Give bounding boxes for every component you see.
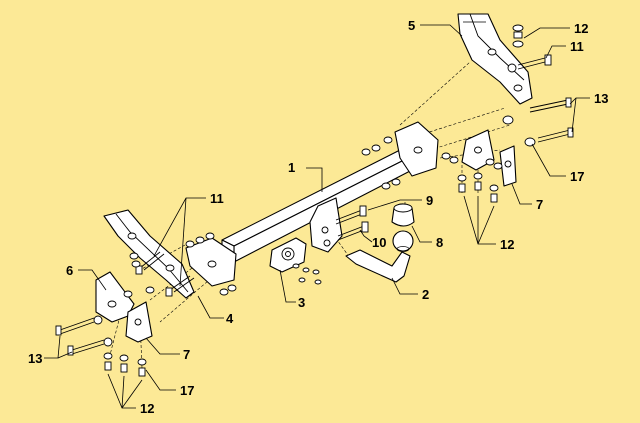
part-9-hitch-bolt: [335, 205, 367, 225]
callout-11-left: 11: [210, 191, 224, 206]
part-12-nuts-crossbar-right: [361, 136, 401, 190]
callout-5: 5: [408, 18, 415, 33]
callout-8: 8: [436, 235, 443, 250]
part-13-bolt-right-lower: [524, 127, 574, 147]
callout-17-right: 17: [570, 169, 584, 184]
part-12-nuts-crossbar-left: [185, 232, 237, 296]
part-3-socket-plate: [269, 237, 322, 285]
part-11-bolt-top: [507, 54, 552, 73]
part-8-ball-cover: [391, 203, 415, 227]
callout-12-left: 12: [140, 401, 154, 416]
part-5-right-side-bracket: [457, 13, 533, 105]
callout-4: 4: [226, 311, 234, 326]
callout-7-right: 7: [536, 197, 543, 212]
part-4-left-bracket: [103, 209, 195, 299]
part-7-left-bracket: [125, 301, 153, 343]
part-13-bolt-right-upper: [502, 97, 572, 125]
callout-3: 3: [298, 295, 305, 310]
part-12-nut-stack-top: [512, 24, 524, 48]
callout-12-right: 12: [500, 237, 514, 252]
leader-lines: [44, 24, 590, 409]
callout-11-top: 11: [570, 39, 584, 54]
callout-17-left: 17: [180, 383, 194, 398]
callout-6: 6: [66, 263, 73, 278]
callout-1: 1: [288, 160, 295, 175]
callout-12-top: 12: [574, 21, 588, 36]
part-12-nuts-left-group: [103, 252, 155, 377]
part-2-tow-ball: [345, 230, 414, 283]
part-13-bolts-left: [55, 315, 113, 356]
part-10-hitch-bolt: [337, 221, 369, 241]
part-7-right-bracket-lower: [499, 145, 517, 187]
callout-9: 9: [426, 193, 433, 208]
callout-2: 2: [422, 287, 429, 302]
part-12-nuts-right-group: [441, 152, 503, 203]
callout-labels: 1 2 3 4 5 6 7 7 8 9 10 11 11 12 12 12 13…: [28, 18, 608, 416]
callout-7-left: 7: [183, 347, 190, 362]
callout-13-left: 13: [28, 351, 42, 366]
part-1-main-crossbar: [185, 121, 439, 287]
part-7-right-bracket-upper: [461, 129, 495, 171]
callout-10: 10: [372, 235, 386, 250]
part-11-bolts-left: [135, 251, 195, 297]
callout-13-right: 13: [594, 91, 608, 106]
